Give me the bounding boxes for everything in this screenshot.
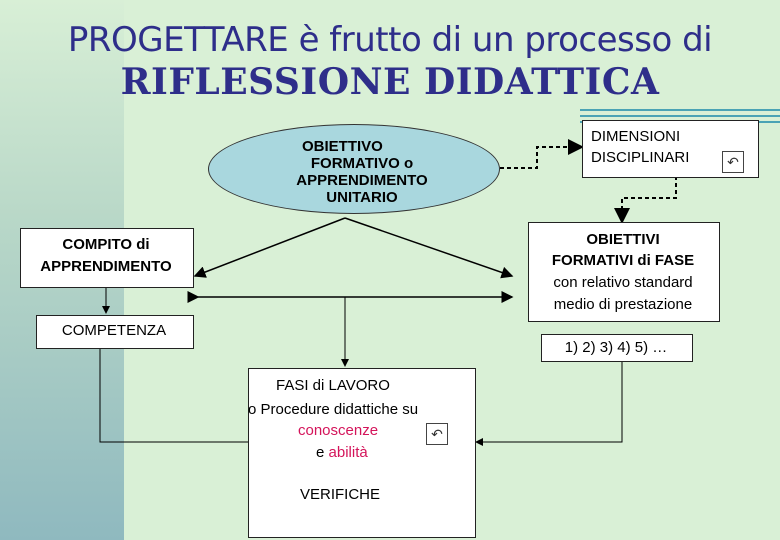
fasi-title: FASI di LAVORO: [276, 377, 390, 394]
apex-line-right: [344, 217, 514, 279]
obiettivi-fase-line: medio di prestazione: [553, 296, 693, 313]
dashed-connector-ellipse-dimensioni: [500, 139, 584, 169]
fasi-e-word: e: [316, 444, 325, 461]
obiettivo-label: OBIETTIVO FORMATIVO o APPRENDIMENTO UNIT…: [262, 138, 462, 206]
title-rule: [580, 115, 780, 117]
obiettivi-fase-line: OBIETTIVI: [586, 231, 660, 248]
obiettivo-line: FORMATIVO o: [310, 155, 414, 172]
numeri-label: 1) 2) 3) 4) 5) …: [564, 339, 668, 356]
dimensioni-line: DIMENSIONI: [591, 128, 681, 145]
fasi-abilita: abilità: [328, 444, 368, 461]
compito-line: APPRENDIMENTO: [40, 258, 172, 275]
fasi-conoscenze: conoscenze: [298, 422, 379, 439]
obiettivo-ellipse: [208, 124, 500, 214]
title-line-2: RIFLESSIONE DIDATTICA: [120, 61, 660, 103]
obiettivi-fase-box: [528, 222, 720, 322]
arrow-fasi-competenza: [96, 334, 248, 443]
fasi-e: e abilità: [316, 444, 368, 462]
obiettivi-fase-line: FORMATIVI di FASE: [551, 252, 695, 269]
obiettivo-line: APPRENDIMENTO: [296, 172, 428, 189]
numeri-box: [541, 334, 693, 362]
undo-arrow-icon[interactable]: ↶: [426, 423, 448, 445]
apex-line-left: [193, 217, 346, 278]
obiettivo-line: OBIETTIVO: [302, 138, 383, 155]
competenza-box: [36, 315, 194, 349]
dashed-connector-dimensioni-obiettivi: [614, 176, 677, 224]
competenza-label: COMPETENZA: [61, 322, 167, 339]
undo-arrow-icon[interactable]: ↶: [722, 151, 744, 173]
title-rule: [580, 109, 780, 111]
fasi-verifiche: VERIFICHE: [300, 486, 381, 503]
obiettivi-fase-line: con relativo standard: [553, 274, 693, 291]
obiettivo-line: UNITARIO: [326, 189, 398, 206]
fasi-box: [248, 368, 476, 538]
arrow-obiettivi-fasi: [475, 362, 623, 446]
title-line-1: PROGETTARE è frutto di un processo di: [67, 20, 713, 60]
fasi-line: o Procedure didattiche su: [248, 401, 419, 418]
dimensioni-line: DISCIPLINARI: [591, 149, 690, 166]
compito-line: COMPITO di: [62, 236, 150, 253]
compito-box: [20, 228, 194, 288]
